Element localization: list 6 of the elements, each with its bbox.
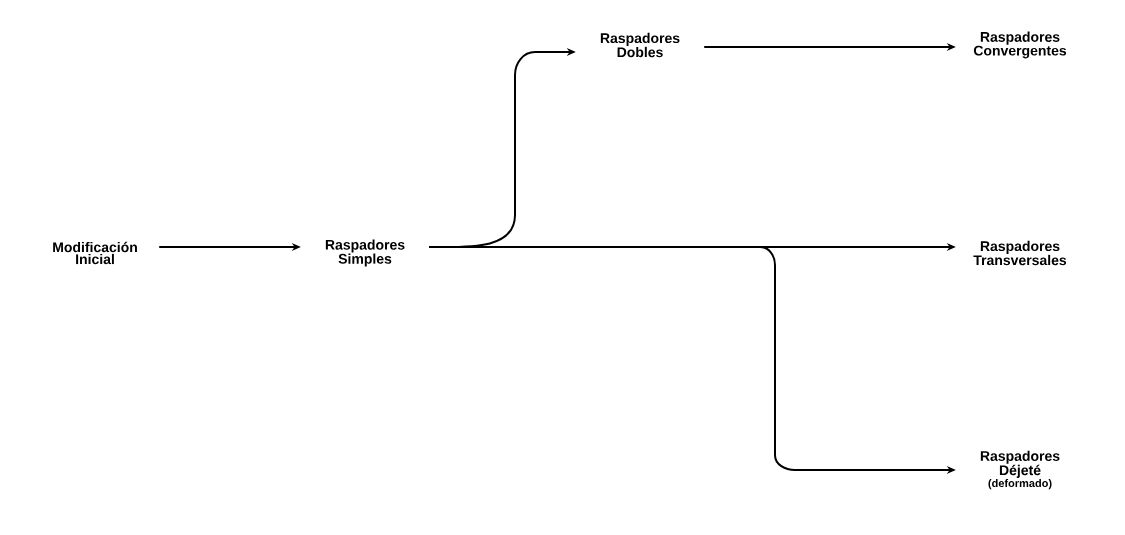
category-label: Modificación Inicial xyxy=(53,241,137,265)
category-label: Raspadores Déjeté (deformado) xyxy=(980,450,1060,490)
category-label: Raspadores Simples xyxy=(325,239,405,267)
category-label: Raspadores Dobles xyxy=(600,32,680,58)
category-label: Raspadores Convergentes xyxy=(973,31,1067,59)
category-label: Raspadores Transversales xyxy=(973,240,1067,266)
